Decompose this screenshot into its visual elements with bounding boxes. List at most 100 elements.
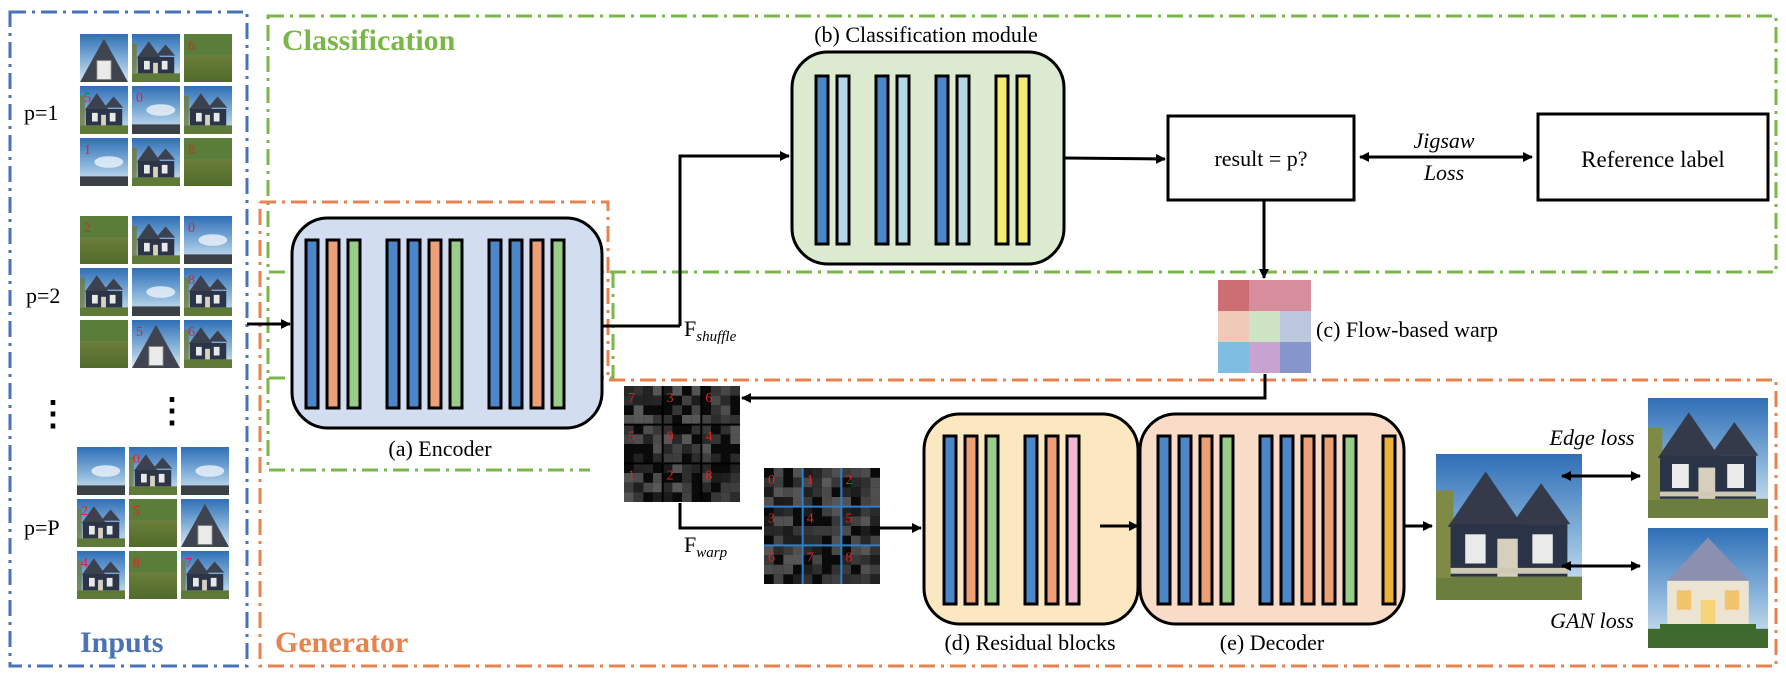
house-photo xyxy=(181,447,229,495)
line-warp xyxy=(678,503,762,530)
decoder-layer-bar xyxy=(1219,434,1235,606)
encoder-layer-bar xyxy=(427,238,443,410)
house-photo xyxy=(80,86,128,134)
patch-number: 6 xyxy=(188,39,195,54)
flow-cell xyxy=(1249,280,1280,311)
residual-layer-bar xyxy=(1065,434,1081,606)
arrow-flow-features xyxy=(741,374,1267,403)
classification-layer-bar xyxy=(895,74,911,246)
edge-reference-image xyxy=(1648,398,1768,518)
encoder-block xyxy=(290,216,604,430)
classification-layer-bar xyxy=(955,74,971,246)
loss-label: Loss xyxy=(1423,160,1464,185)
encoder-layer-bar xyxy=(508,238,524,410)
residual-layer-bar xyxy=(984,434,1000,606)
classification-bars xyxy=(814,74,1031,246)
house-photo xyxy=(77,551,125,599)
decoder-layer-bar xyxy=(1321,434,1337,606)
grid-number: 4 xyxy=(705,430,712,445)
grid-number: 7 xyxy=(628,391,635,406)
generator-title: Generator xyxy=(275,626,408,659)
classification-layer-bar xyxy=(874,74,890,246)
grid-number: 6 xyxy=(705,391,712,406)
residual-layer-bar xyxy=(1023,434,1039,606)
grid-number: 0 xyxy=(768,473,775,488)
patch-number: 0 xyxy=(136,91,143,106)
group-label-p1: p=1 xyxy=(24,100,58,125)
encoder-layer-bar xyxy=(529,238,545,410)
reference-text: Reference label xyxy=(1581,147,1725,172)
house-photo xyxy=(132,86,180,134)
classification-layer-bar xyxy=(835,74,851,246)
classification-label: (b) Classification module xyxy=(814,22,1038,47)
flow-cell xyxy=(1218,280,1249,311)
encoder-layer-bar xyxy=(448,238,464,410)
house-photo xyxy=(181,551,229,599)
decoder-bars xyxy=(1156,434,1397,606)
group-label-pP: p=P xyxy=(24,515,60,540)
flow-cell xyxy=(1249,311,1280,342)
house-photo xyxy=(184,216,232,264)
encoder-layer-bar xyxy=(385,238,401,410)
residual-layer-bar xyxy=(963,434,979,606)
house-photo xyxy=(80,216,128,264)
patch-number: 8 xyxy=(188,143,195,158)
residual-layer-bar xyxy=(942,434,958,606)
inputs-frame xyxy=(8,10,249,668)
classification-layer-bar xyxy=(994,74,1010,246)
patch-number: 0 xyxy=(188,221,195,236)
patch-number: 8 xyxy=(133,556,140,571)
grid-number: 8 xyxy=(705,468,712,483)
patch-number: 5 xyxy=(136,325,143,340)
inputs-title: Inputs xyxy=(80,626,163,659)
house-photo xyxy=(184,320,232,368)
group-label-p2: p=2 xyxy=(26,283,60,308)
grid-number: 8 xyxy=(845,550,852,565)
decoder-label: (e) Decoder xyxy=(1220,630,1325,655)
house-photo xyxy=(77,499,125,547)
patch-number: 1 xyxy=(84,143,91,158)
encoder-layer-bar xyxy=(346,238,362,410)
flow-cell xyxy=(1249,342,1280,373)
classification-layer-bar xyxy=(1015,74,1031,246)
ellipsis-left: ⋮ xyxy=(36,396,70,433)
grid-number: 2 xyxy=(845,473,852,488)
house-photo xyxy=(77,447,125,495)
f-shuffle-label: Fshuffle xyxy=(684,316,737,345)
residual-bars xyxy=(942,434,1081,606)
flow-cell xyxy=(1280,342,1311,373)
decoder-layer-bar xyxy=(1177,434,1193,606)
house-photo xyxy=(80,138,128,186)
gan-loss-label: GAN loss xyxy=(1550,608,1634,633)
encoder-layer-bar xyxy=(406,238,422,410)
house-photo xyxy=(129,551,177,599)
flow-warp-label: (c) Flow-based warp xyxy=(1316,317,1498,342)
grid-number: 1 xyxy=(628,468,635,483)
patch-number: 7 xyxy=(185,556,192,571)
house-photo xyxy=(132,268,180,316)
decoder-layer-bar xyxy=(1300,434,1316,606)
grid-number: 6 xyxy=(768,550,775,565)
grid-number: 0 xyxy=(667,430,674,445)
flow-cell xyxy=(1218,311,1249,342)
patch-number: 0 xyxy=(133,452,140,467)
output-image xyxy=(1436,454,1582,600)
house-photo xyxy=(132,320,180,368)
patch-number: 4 xyxy=(81,556,88,571)
classification-title: Classification xyxy=(282,24,456,57)
residual-label: (d) Residual blocks xyxy=(944,630,1115,655)
flow-grid xyxy=(1218,280,1311,373)
flow-cell xyxy=(1218,342,1249,373)
result-text: result = p? xyxy=(1214,146,1307,171)
grid-number: 3 xyxy=(667,391,674,406)
reference-box xyxy=(1536,112,1770,202)
patch-number: 5 xyxy=(84,91,91,106)
gan-reference-image xyxy=(1648,528,1768,648)
encoder-layer-bar xyxy=(550,238,566,410)
flow-cell xyxy=(1280,311,1311,342)
classification-layer-bar xyxy=(934,74,950,246)
patch-number: 6 xyxy=(188,325,195,340)
ellipsis-right: ⋮ xyxy=(155,393,189,430)
